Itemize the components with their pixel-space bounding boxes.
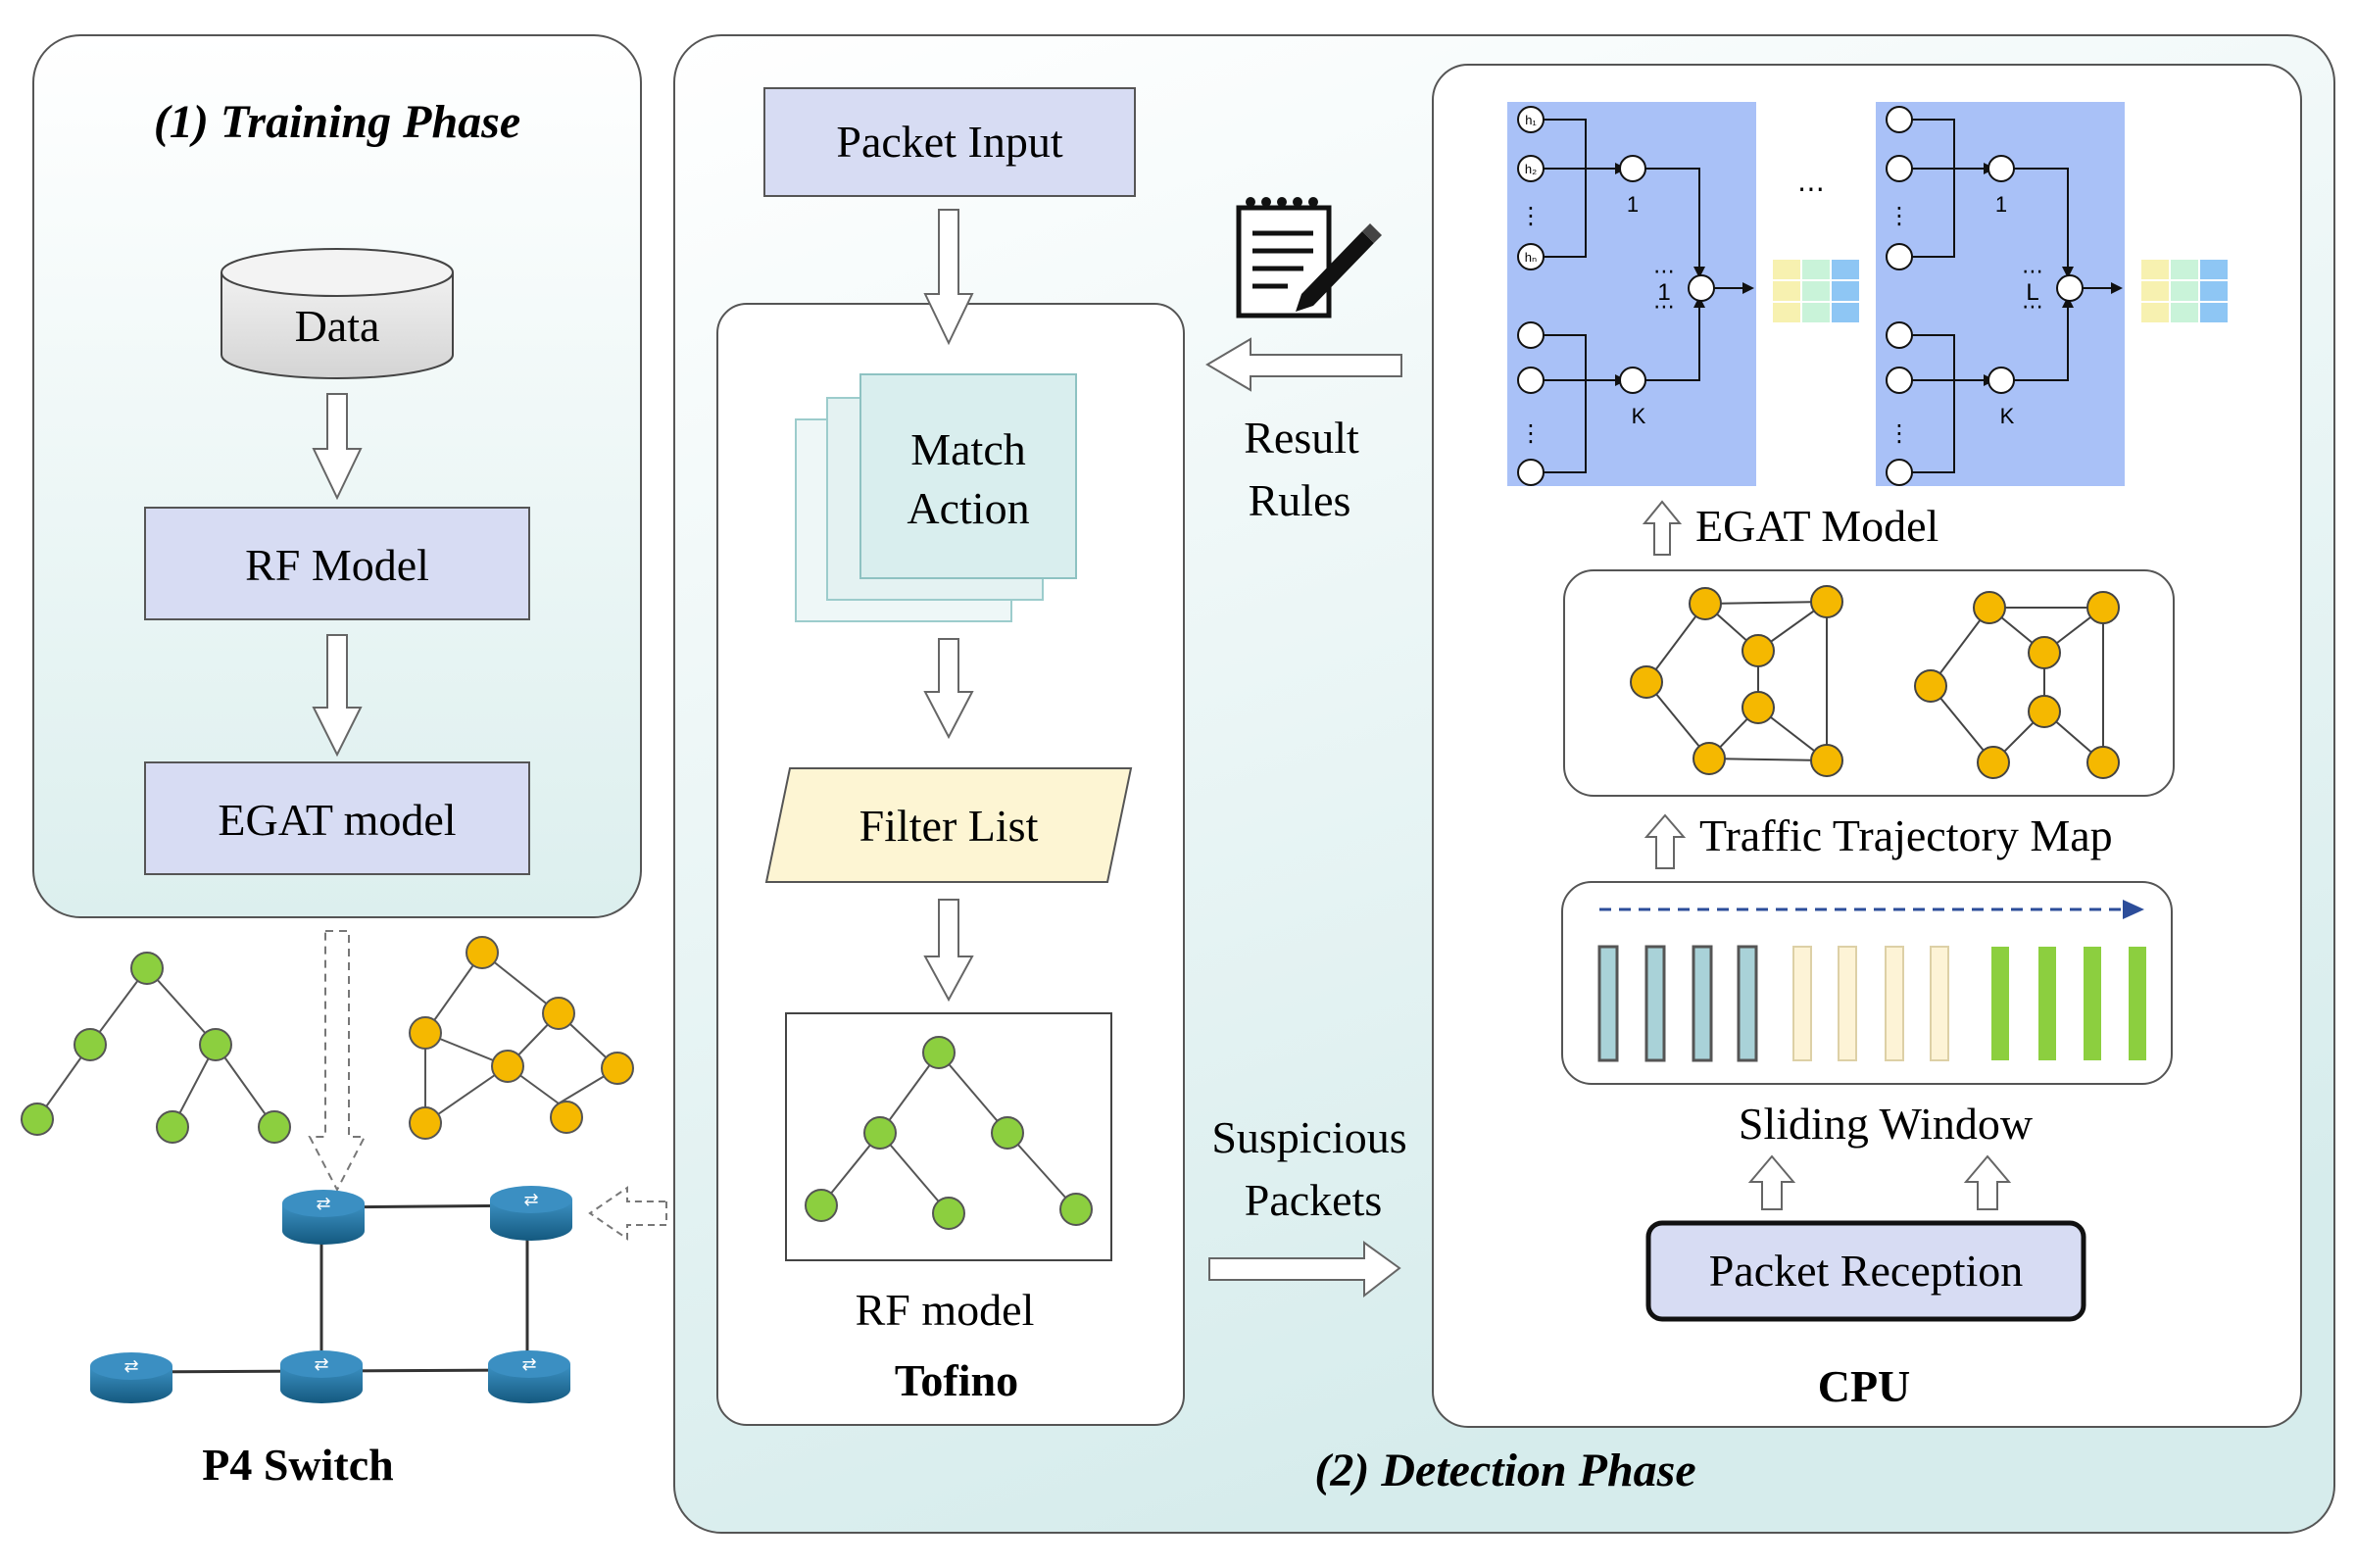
training-phase-panel: (1) Training Phase Data RF Model EGAT mo… bbox=[32, 34, 642, 918]
sliding-window-box bbox=[1561, 881, 2173, 1085]
filter-list-box: Filter List bbox=[764, 767, 1133, 883]
packet-reception-box: Packet Reception bbox=[1645, 1220, 2086, 1322]
traffic-trajectory-map-label: Traffic Trajectory Map bbox=[1699, 810, 2113, 860]
h2-symbol: h₂ bbox=[1525, 162, 1537, 176]
egat-model-cpu-label: EGAT Model bbox=[1695, 501, 1938, 551]
horizontal-ellipsis: ⋯ bbox=[1797, 173, 1825, 204]
rf-model-tofino-label: RF model bbox=[856, 1285, 1035, 1335]
decision-tree-graph bbox=[21, 952, 291, 1144]
down-arrow-icon bbox=[923, 209, 974, 346]
router-icon: ⇄ bbox=[490, 1186, 572, 1241]
egat-output-grid-1 bbox=[1771, 258, 1861, 324]
rf-model-tree-box bbox=[785, 1012, 1112, 1261]
svg-text:⇄: ⇄ bbox=[123, 1356, 138, 1377]
up-arrow-icon bbox=[1747, 1154, 1796, 1210]
node-k-label: K bbox=[2000, 404, 2015, 428]
up-arrow-icon bbox=[1644, 813, 1687, 869]
training-phase-title: (1) Training Phase bbox=[154, 96, 520, 148]
egat-model-box: EGAT model bbox=[144, 761, 530, 875]
up-arrow-icon bbox=[1963, 1154, 2012, 1210]
svg-text:⇄: ⇄ bbox=[523, 1190, 538, 1210]
svg-text:⇄: ⇄ bbox=[316, 1194, 330, 1214]
rules-notepad-icon bbox=[1236, 197, 1382, 318]
horizontal-ellipsis: ⋯ bbox=[2022, 259, 2043, 283]
data-label: Data bbox=[295, 301, 380, 351]
horizontal-ellipsis: ⋯ bbox=[2022, 294, 2043, 318]
svg-text:⇄: ⇄ bbox=[521, 1354, 536, 1375]
action-label: Action bbox=[907, 483, 1029, 533]
p4-switch-label: P4 Switch bbox=[202, 1440, 394, 1490]
data-cylinder: Data bbox=[221, 248, 454, 379]
rules-label: Rules bbox=[1249, 475, 1351, 525]
down-arrow-icon bbox=[312, 393, 363, 501]
tofino-label: Tofino bbox=[895, 1355, 1018, 1405]
packet-input-box: Packet Input bbox=[763, 87, 1136, 197]
rf-model-label: RF Model bbox=[245, 540, 429, 590]
horizontal-ellipsis: ⋯ bbox=[1653, 259, 1675, 283]
dashed-down-arrow-icon bbox=[308, 930, 367, 1193]
down-arrow-icon bbox=[312, 634, 363, 758]
down-arrow-icon bbox=[923, 899, 974, 1003]
svg-text:⇄: ⇄ bbox=[314, 1354, 328, 1375]
cpu-label: CPU bbox=[1818, 1361, 1911, 1411]
router-icon: ⇄ bbox=[280, 1350, 363, 1403]
egat-attention-head-2: ⋮ ⋮ 1 K L ⋯ ⋯ bbox=[1876, 102, 2125, 486]
match-action-stack: Match Action bbox=[795, 373, 1077, 622]
horizontal-ellipsis: ⋯ bbox=[1653, 294, 1675, 318]
router-icon: ⇄ bbox=[282, 1190, 365, 1245]
filter-list-label: Filter List bbox=[859, 801, 1039, 851]
suspicious-label: Suspicious bbox=[1211, 1112, 1406, 1162]
hn-symbol: hₙ bbox=[1525, 250, 1537, 265]
detection-phase-title: (2) Detection Phase bbox=[1314, 1445, 1695, 1496]
router-icon: ⇄ bbox=[90, 1352, 172, 1403]
packet-input-label: Packet Input bbox=[836, 117, 1062, 167]
vertical-ellipsis: ⋮ bbox=[1888, 420, 1911, 447]
vertical-ellipsis: ⋮ bbox=[1519, 420, 1543, 447]
egat-output-grid-2 bbox=[2139, 258, 2230, 324]
head-l-label: L bbox=[2026, 279, 2038, 306]
vertical-ellipsis: ⋮ bbox=[1888, 203, 1911, 229]
detection-phase-panel: (2) Detection Phase Packet Input Match A… bbox=[673, 34, 2335, 1534]
traffic-graph-small bbox=[409, 936, 634, 1140]
right-arrow-icon bbox=[1208, 1241, 1401, 1298]
head-one-label: 1 bbox=[1657, 279, 1670, 306]
result-label: Result bbox=[1244, 413, 1359, 463]
sliding-window-label: Sliding Window bbox=[1739, 1099, 2034, 1149]
rf-model-box: RF Model bbox=[144, 507, 530, 620]
vertical-ellipsis: ⋮ bbox=[1519, 203, 1543, 229]
left-arrow-icon bbox=[1205, 337, 1402, 392]
down-arrow-icon bbox=[923, 638, 974, 740]
h1-symbol: h₁ bbox=[1525, 113, 1537, 127]
egat-attention-head-1: h₁ h₂ hₙ ⋮ ⋮ 1 K 1 ⋯ ⋯ bbox=[1507, 102, 1756, 486]
router-icon: ⇄ bbox=[488, 1350, 570, 1403]
match-label: Match bbox=[910, 424, 1026, 474]
packet-reception-label: Packet Reception bbox=[1709, 1246, 2024, 1296]
p4-switch-network: ⇄ ⇄ ⇄ ⇄ ⇄ bbox=[90, 1186, 667, 1403]
node-one-label: 1 bbox=[1627, 192, 1639, 217]
node-one-label: 1 bbox=[1995, 192, 2007, 217]
packets-label: Packets bbox=[1245, 1175, 1383, 1225]
traffic-trajectory-map-box bbox=[1563, 569, 2175, 797]
dashed-left-arrow-icon bbox=[588, 1186, 667, 1241]
egat-model-label: EGAT model bbox=[218, 795, 456, 845]
node-k-label: K bbox=[1632, 404, 1646, 428]
up-arrow-icon bbox=[1642, 500, 1683, 556]
